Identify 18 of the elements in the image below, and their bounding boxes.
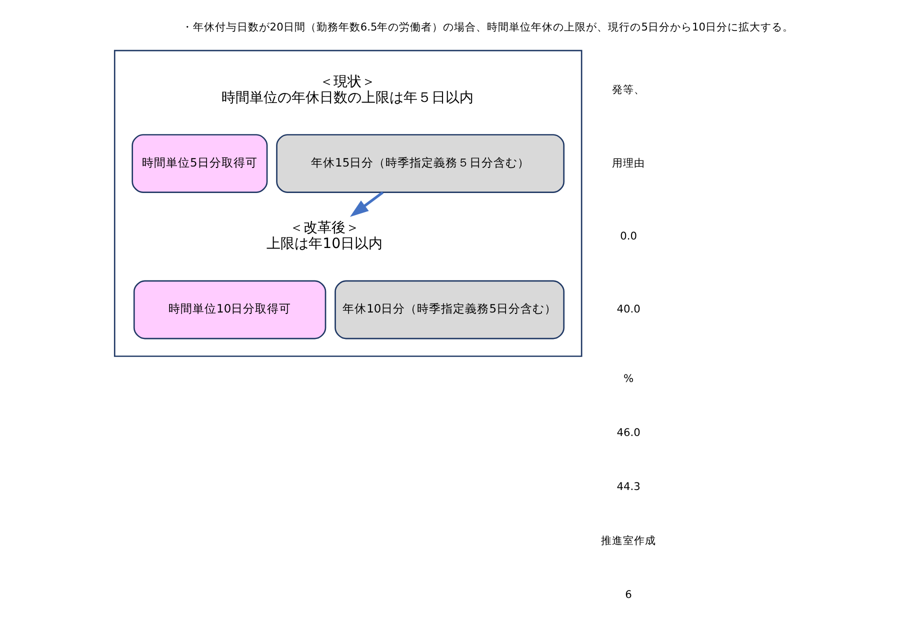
label: 44.3 <box>616 480 640 494</box>
label: 用理由 <box>612 156 645 170</box>
node-box: 年休10日分（時季指定義務5日分含む） <box>334 280 564 340</box>
node-box: 時間単位5日分取得可 <box>131 134 268 193</box>
label: % <box>622 372 634 386</box>
label: 推進室作成 <box>600 534 656 548</box>
node-text: ＜改革後＞ 上限は年10日以内 <box>266 220 382 252</box>
node-box: 年休15日分（時季指定義務５日分含む） <box>276 134 564 193</box>
label: 発等、 <box>612 83 645 96</box>
node-text: ＜現状＞ 時間単位の年休日数の上限は年５日以内 <box>221 74 474 106</box>
label: 0.0 <box>620 229 636 242</box>
label: 46.0 <box>616 426 640 440</box>
cluster <box>113 50 582 357</box>
label: ・年休付与日数が20日間（勤務年数6.5年の労働者）の場合、時間単位年休の上限が、現行の5日分から10日分に拡大する。 <box>181 20 794 34</box>
label: 40.0 <box>616 302 640 316</box>
node-box: 時間単位10日分取得可 <box>132 280 326 340</box>
arrow <box>349 191 384 217</box>
label: 6 <box>624 588 632 602</box>
